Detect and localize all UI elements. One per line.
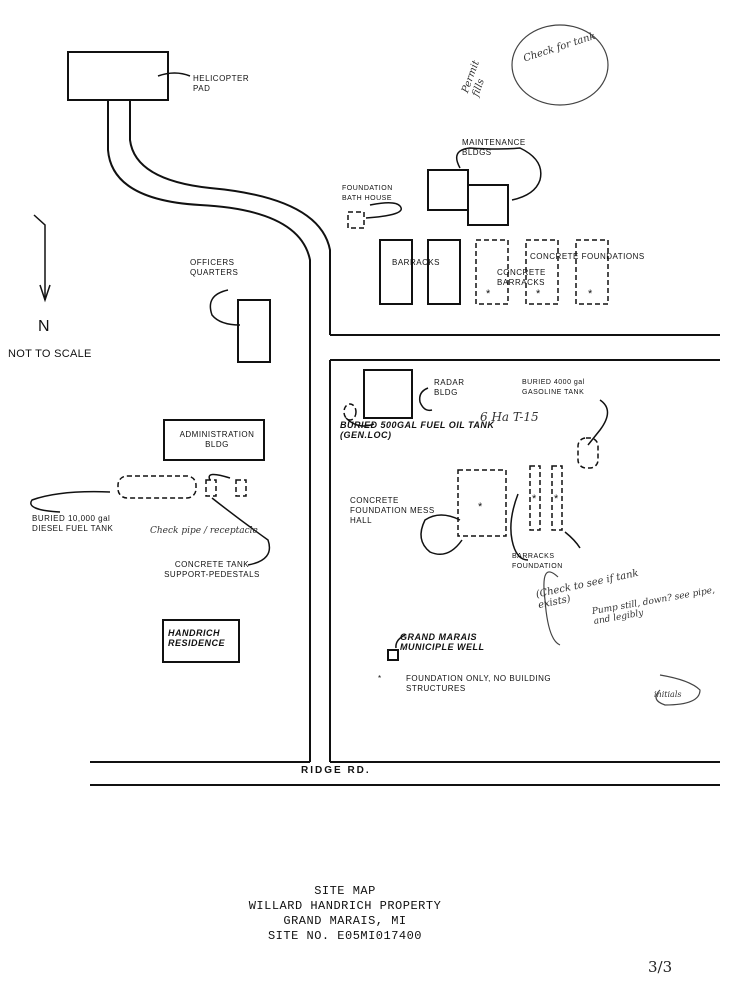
administration-bldg [163, 419, 265, 461]
title-line-3: GRAND MARAIS, MI [283, 914, 407, 928]
bath-house-foundation [347, 211, 365, 229]
diesel-tank [117, 475, 197, 499]
admin-label: ADMINISTRATION BLDG [179, 430, 255, 449]
handwritten-signature: initials [654, 690, 682, 699]
fuel-oil-tank-label: BURIED 500GAL FUEL OIL TANK (GEN.LOC) [340, 420, 495, 440]
mess-hall-foundation [457, 469, 507, 537]
handrich-residence [162, 619, 240, 663]
title-line-2: WILLARD HANDRICH PROPERTY [248, 899, 442, 913]
check-for-tank-circle [511, 24, 609, 106]
pedestal-1 [205, 479, 217, 497]
helicopter-pad [67, 51, 169, 101]
concrete-foundation-2 [525, 239, 559, 305]
barracks-foundation-2 [551, 465, 563, 531]
star-6: * [554, 493, 559, 505]
barracks-foundation-1 [529, 465, 541, 531]
concrete-foundation-1 [475, 239, 509, 305]
residence-label: HANDRICH RESIDENCE [168, 628, 226, 648]
maintenance-bldg-1 [427, 169, 469, 211]
handwritten-check-pipe: Check pipe / receptacle [150, 526, 258, 536]
concrete-barracks-label: CONCRETE BARRACKS [497, 268, 546, 287]
page-number: 3/3 [648, 958, 673, 976]
legend-star: * [378, 674, 382, 683]
maintenance-bldg-2 [467, 184, 509, 226]
legend-text: FOUNDATION ONLY, NO BUILDING STRUCTURES [406, 674, 552, 693]
mess-hall-label: CONCRETE FOUNDATION MESS HALL [350, 496, 435, 525]
concrete-foundations-label: CONCRETE FOUNDATIONS [530, 252, 645, 261]
star-5: * [532, 493, 537, 505]
radar-label: RADAR BLDG [434, 378, 465, 397]
handwritten-t15: 6 Ha T-15 [480, 410, 539, 424]
fuel-oil-tank [343, 403, 357, 421]
star-1: * [486, 288, 491, 300]
barracks-label: BARRACKS [392, 258, 441, 267]
helipad-label: HELICOPTER PAD [193, 74, 250, 93]
barracks-foundation-label: BARRACKS FOUNDATION [512, 553, 563, 570]
star-3: * [588, 288, 593, 300]
title-line-1: SITE MAP [314, 884, 376, 898]
bath-house-label: FOUNDATION BATH HOUSE [342, 185, 393, 202]
officers-quarters-label: OFFICERS QUARTERS [190, 258, 239, 277]
barracks-2 [427, 239, 461, 305]
helipad-access-road [107, 100, 311, 762]
barracks-1 [379, 239, 413, 305]
ridge-road-label: RIDGE RD. [301, 765, 371, 776]
well-label: GRAND MARAIS MUNICIPLE WELL [400, 632, 485, 652]
not-to-scale-label: NOT TO SCALE [8, 348, 92, 360]
diesel-tank-label: BURIED 10,000 gal DIESEL FUEL TANK [32, 514, 114, 533]
maintenance-label: MAINTENANCE BLDGS [462, 138, 526, 157]
well-marker [387, 649, 399, 661]
officers-quarters [237, 299, 271, 363]
title-line-4: SITE NO. E05MI017400 [267, 929, 423, 943]
gasoline-tank [577, 437, 599, 469]
radar-bldg [363, 369, 413, 419]
title-block: SITE MAP WILLARD HANDRICH PROPERTY GRAND… [180, 884, 510, 944]
tank-pedestals-label: CONCRETE TANK SUPPORT-PEDESTALS [164, 560, 260, 579]
gasoline-tank-label: BURIED 4000 gal GASOLINE TANK [522, 379, 585, 396]
pedestal-2 [235, 479, 247, 497]
star-2: * [536, 288, 541, 300]
north-label: N [38, 318, 50, 335]
star-4: * [478, 501, 483, 513]
concrete-foundation-3 [575, 239, 609, 305]
